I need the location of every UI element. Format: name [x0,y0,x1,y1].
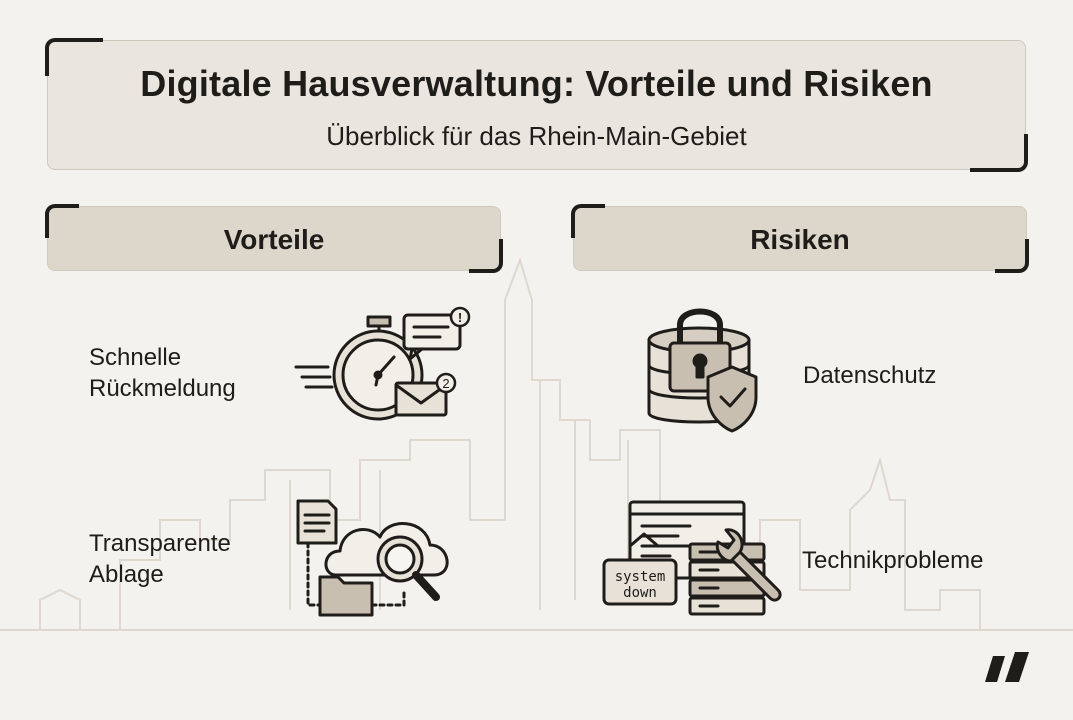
corner-bracket [45,204,79,238]
column-heading-label: Vorteile [223,224,325,255]
item-label-tech-problems: Technikprobleme [802,547,984,574]
item-label-transparent-filing: Transparente Ablage [89,528,231,590]
database-lock-shield-icon [647,308,758,433]
corner-bracket [970,134,1028,172]
label-line: Schnelle [89,344,182,371]
corner-bracket [469,239,503,273]
column-heading-vorteile: Vorteile [45,204,503,273]
cloud-search-files-icon [296,499,449,617]
item-label-fast-feedback: Schnelle Rückmeldung [89,342,236,404]
corner-bracket [995,239,1029,273]
item-label-data-protection: Datenschutz [803,362,937,389]
column-heading-risiken: Risiken [571,204,1029,273]
label-line: Transparente [89,530,231,557]
page-subtitle: Überblick für das Rhein-Main-Gebiet [326,121,747,151]
label-line: Ablage [89,561,164,588]
page-title: Digitale Hausverwaltung: Vorteile und Ri… [140,63,933,104]
mail-badge-text: 2 [442,376,449,391]
brand-logo-icon [985,652,1029,682]
stopwatch-messages-icon: ! 2 [294,306,471,421]
message-badge-text: ! [458,310,462,325]
server-wrench-icon: system down [602,500,782,616]
label-line: Rückmeldung [89,375,236,402]
sign-text-line: system [615,569,666,585]
corner-bracket [45,38,103,76]
column-heading-label: Risiken [750,224,850,255]
corner-bracket [571,204,605,238]
sign-text-line: down [623,585,657,601]
title-panel: Digitale Hausverwaltung: Vorteile und Ri… [45,38,1028,172]
